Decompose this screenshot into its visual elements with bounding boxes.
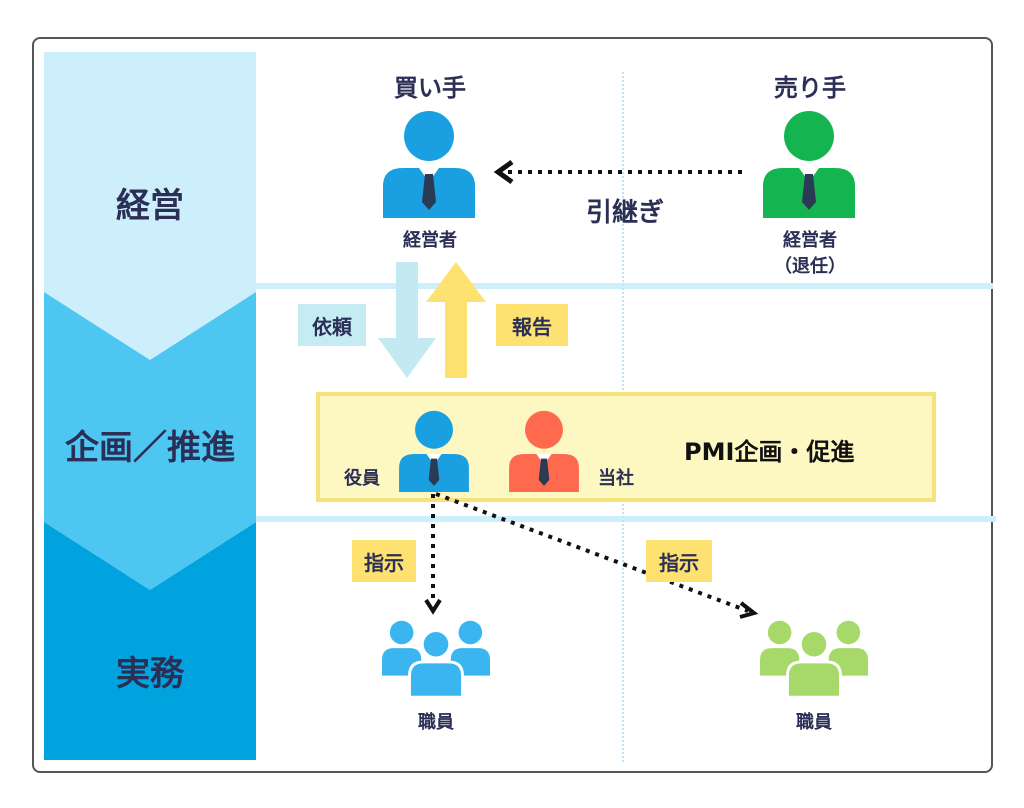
buyer-executive-icon xyxy=(383,111,475,218)
handover-label: 引継ぎ xyxy=(586,198,665,228)
instruct-arrow-left xyxy=(424,494,442,615)
buyer-staff-caption: 職員 xyxy=(418,712,454,733)
our-company-icon xyxy=(509,410,579,492)
seller-executive-note: （退任） xyxy=(774,256,846,277)
seller-executive-caption: 経営者 xyxy=(783,230,837,251)
seller-staff-caption: 職員 xyxy=(796,712,832,733)
level-label-management: 経営 xyxy=(116,186,184,226)
divider-top xyxy=(256,283,993,289)
request-tag: 依頼 xyxy=(298,304,366,346)
diagram-frame xyxy=(32,37,993,773)
level-band-operations xyxy=(44,522,256,760)
level-band-management xyxy=(44,52,256,360)
our-company-caption: 当社 xyxy=(598,468,634,489)
column-header-buyer: 買い手 xyxy=(394,74,466,102)
seller-executive-icon xyxy=(763,111,855,218)
level-label-planning: 企画／推進 xyxy=(65,428,235,468)
buyer-staff-group-icon xyxy=(382,619,490,698)
officer-icon xyxy=(399,410,469,492)
request-arrow-icon xyxy=(378,262,436,378)
level-label-operations: 実務 xyxy=(116,654,184,694)
pmi-label: PMI企画・促進 xyxy=(684,438,855,466)
instruct-arrow-right xyxy=(435,492,759,619)
report-arrow-icon xyxy=(426,262,486,378)
buyer-executive-caption: 経営者 xyxy=(403,230,457,251)
instruct-tag-right: 指示 xyxy=(646,540,712,582)
level-band-planning xyxy=(44,292,256,590)
officer-caption: 役員 xyxy=(344,468,380,489)
report-tag: 報告 xyxy=(496,304,568,346)
divider-bottom xyxy=(256,516,996,522)
seller-staff-group-icon xyxy=(760,619,868,698)
column-header-seller: 売り手 xyxy=(774,74,846,102)
instruct-tag-left: 指示 xyxy=(352,540,416,582)
handover-arrow xyxy=(493,159,742,185)
